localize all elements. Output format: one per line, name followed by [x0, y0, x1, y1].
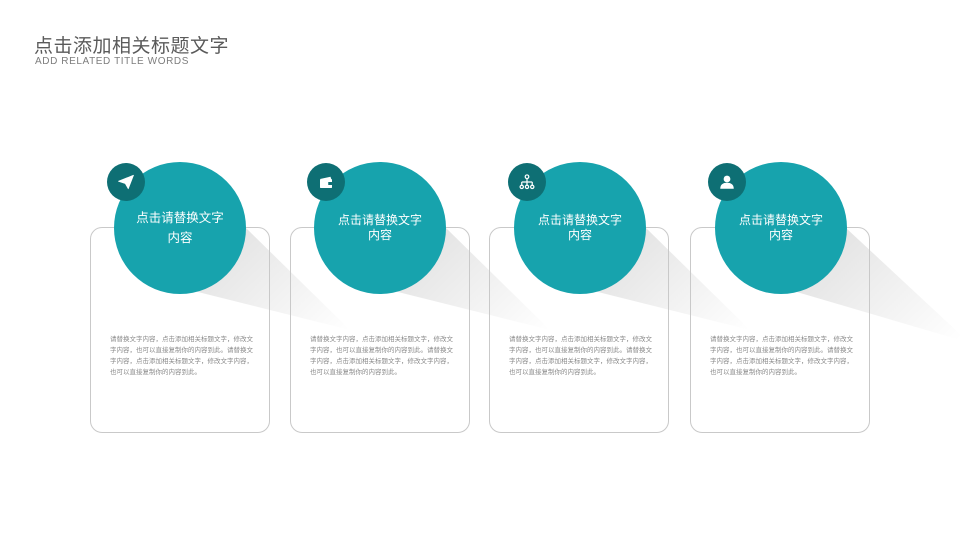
paper-plane-icon	[107, 163, 145, 201]
page-title: 点击添加相关标题文字	[34, 35, 230, 57]
step-heading: 点击请替换文字内容	[537, 213, 622, 242]
card-body-text: 请替换文字内容，点击添加相关标题文字，修改文字内容，也可以直接复制你的内容到此。…	[310, 335, 453, 376]
card-body-text: 请替换文字内容，点击添加相关标题文字，修改文字内容，也可以直接复制你的内容到此。…	[509, 335, 652, 376]
step-heading: 点击请替换文字内容	[738, 213, 823, 242]
step-circle-2: 点击请替换文字内容	[314, 162, 446, 294]
card-body-text: 请替换文字内容，点击添加相关标题文字，修改文字内容，也可以直接复制你的内容到此。…	[110, 335, 253, 376]
step-heading: 点击请替换文字内容	[136, 210, 224, 245]
user-icon	[708, 163, 746, 201]
page-subtitle: ADD RELATED TITLE WORDS	[35, 56, 190, 67]
wallet-icon	[307, 163, 345, 201]
step-heading: 点击请替换文字内容	[337, 213, 422, 242]
card-body-text: 请替换文字内容，点击添加相关标题文字，修改文字内容，也可以直接复制你的内容到此。…	[710, 335, 853, 376]
hierarchy-icon	[508, 163, 546, 201]
step-circle-1: 点击请替换文字内容	[114, 162, 246, 294]
